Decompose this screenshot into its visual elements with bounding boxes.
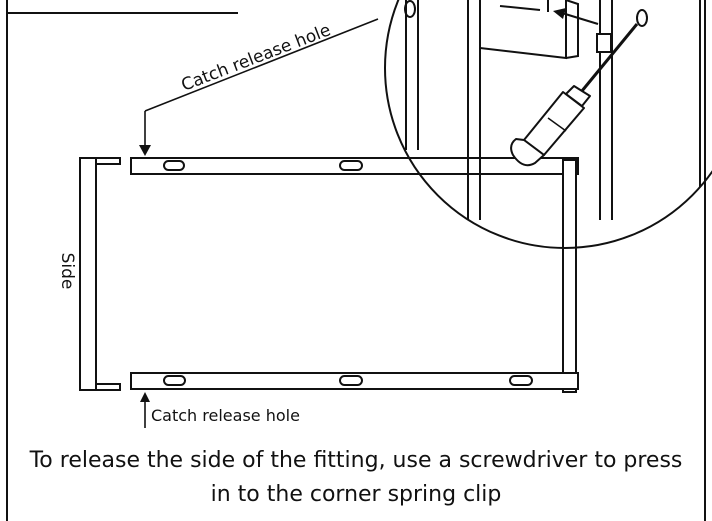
detail-magnifier bbox=[384, 0, 712, 249]
slot-hole bbox=[339, 375, 363, 386]
top-rail bbox=[130, 157, 579, 175]
side-piece bbox=[79, 157, 121, 391]
caption-line-2: in to the corner spring clip bbox=[210, 482, 502, 507]
slot-hole bbox=[163, 375, 186, 386]
screwdriver-icon bbox=[510, 23, 639, 167]
catch-release-hole-label-top: Catch release hole bbox=[179, 20, 334, 95]
right-end-post bbox=[562, 159, 577, 393]
instruction-caption: To release the side of the fitting, use … bbox=[0, 444, 712, 512]
bottom-rail bbox=[130, 372, 579, 390]
slot-hole bbox=[163, 160, 185, 171]
outer-frame bbox=[6, 0, 706, 521]
arrowhead-left-icon bbox=[553, 8, 566, 19]
slot-hole bbox=[509, 375, 533, 386]
caption-line-1: To release the side of the fitting, use … bbox=[29, 448, 683, 473]
arrowhead-up-icon bbox=[140, 392, 150, 402]
side-label: Side bbox=[57, 253, 77, 290]
catch-release-hole-label-bottom: Catch release hole bbox=[151, 406, 300, 425]
arrowhead-down-icon bbox=[139, 145, 151, 156]
top-callout-arrow bbox=[144, 18, 379, 147]
slot-hole bbox=[339, 160, 363, 171]
